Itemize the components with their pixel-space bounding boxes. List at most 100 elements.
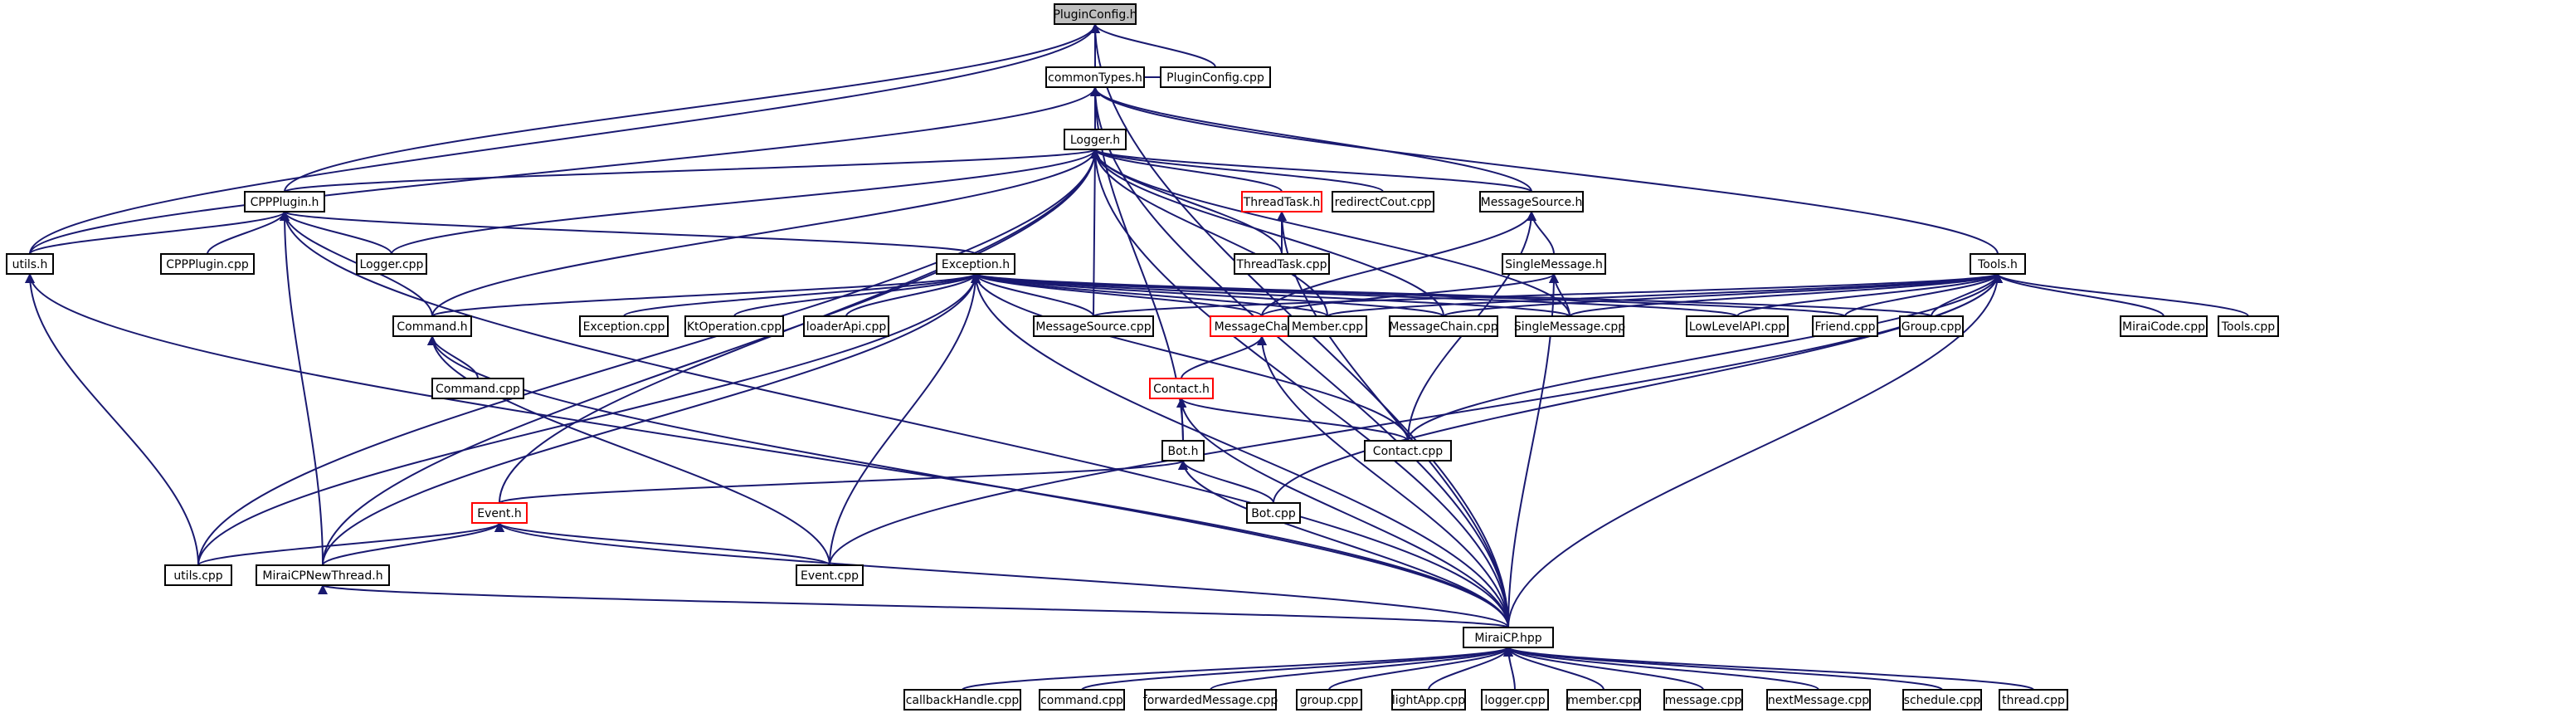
node-label: nextMessage.cpp xyxy=(1768,694,1869,707)
edge-forwardedmessage_cpp-to-miraicp_hpp xyxy=(1210,647,1513,691)
edge-threadtask_h-to-logger_h xyxy=(1090,149,1283,193)
node-singlemessage-cpp[interactable]: SingleMessage.cpp xyxy=(1514,315,1625,337)
node-label: ThreadTask.h xyxy=(1243,196,1321,209)
node-ktoperation-cpp[interactable]: KtOperation.cpp xyxy=(684,315,784,337)
node-box xyxy=(1160,66,1271,88)
node-box xyxy=(471,502,528,524)
node-command-cpp[interactable]: command.cpp xyxy=(1039,689,1125,711)
node-box xyxy=(1686,315,1789,337)
edge-messagechain_cpp-to-exception_h xyxy=(971,273,1444,317)
node-member-cpp[interactable]: Member.cpp xyxy=(1288,315,1367,337)
edge-nextmessage_cpp-to-miraicp_hpp xyxy=(1503,647,1819,691)
edge-messagesource_h-to-commontypes_h xyxy=(1090,86,1532,193)
node-threadtask-h[interactable]: ThreadTask.h xyxy=(1241,191,1322,212)
node-label: command.cpp xyxy=(1040,694,1123,707)
node-label: CPPPlugin.h xyxy=(251,196,319,209)
node-utils-h[interactable]: utils.h xyxy=(6,253,54,275)
node-label: Logger.cpp xyxy=(360,258,424,271)
node-event-h[interactable]: Event.h xyxy=(471,502,528,524)
node-box xyxy=(1391,689,1466,711)
node-logger-cpp-low[interactable]: logger.cpp xyxy=(1481,689,1549,711)
node-event-cpp[interactable]: Event.cpp xyxy=(796,564,864,586)
node-callbackhandle-cpp[interactable]: callbackHandle.cpp xyxy=(903,689,1021,711)
node-logger-cpp[interactable]: Logger.cpp xyxy=(356,253,427,275)
node-friend-cpp[interactable]: Friend.cpp xyxy=(1812,315,1878,337)
edges-layer xyxy=(25,23,2249,691)
node-box xyxy=(903,689,1021,711)
node-contact-h[interactable]: Contact.h xyxy=(1149,378,1214,399)
node-message-cpp[interactable]: message.cpp xyxy=(1663,689,1743,711)
edge-miraicp_hpp-to-exception_h xyxy=(971,273,1509,628)
node-label: group.cpp xyxy=(1300,694,1359,707)
node-label: KtOperation.cpp xyxy=(687,320,782,334)
edge-messagesource_h-to-logger_h xyxy=(1090,149,1532,193)
node-utils-cpp[interactable]: utils.cpp xyxy=(164,564,232,586)
node-label: utils.h xyxy=(12,258,48,271)
node-exception-h[interactable]: Exception.h xyxy=(936,253,1015,275)
node-box xyxy=(2120,315,2208,337)
node-contact-cpp[interactable]: Contact.cpp xyxy=(1364,440,1452,461)
node-thread-cpp[interactable]: thread.cpp xyxy=(1999,689,2068,711)
node-miraicpnewthread-h[interactable]: MiraiCPNewThread.h xyxy=(256,564,390,586)
node-bot-cpp[interactable]: Bot.cpp xyxy=(1246,502,1301,524)
node-tools-cpp[interactable]: Tools.cpp xyxy=(2218,315,2279,337)
node-member-cpp-low[interactable]: member.cpp xyxy=(1566,689,1641,711)
node-schedule-cpp[interactable]: schedule.cpp xyxy=(1902,689,1982,711)
node-box xyxy=(1463,627,1554,648)
node-redirectcout-cpp[interactable]: redirectCout.cpp xyxy=(1332,191,1434,212)
node-label: forwardedMessage.cpp xyxy=(1143,694,1278,707)
node-nextmessage-cpp[interactable]: nextMessage.cpp xyxy=(1766,689,1871,711)
node-bot-h[interactable]: Bot.h xyxy=(1161,440,1205,461)
edge-lowlevelapi_cpp-to-exception_h xyxy=(971,273,1738,317)
node-label: member.cpp xyxy=(1567,694,1640,707)
node-label: logger.cpp xyxy=(1484,694,1545,707)
edge-event_h-to-bot_h xyxy=(499,460,1188,504)
node-label: Friend.cpp xyxy=(1815,320,1876,334)
edge-exception_cpp-to-exception_h xyxy=(623,273,981,317)
node-lowlevelapi-cpp[interactable]: LowLevelAPI.cpp xyxy=(1686,315,1789,337)
node-label: message.cpp xyxy=(1665,694,1742,707)
node-miraicp-hpp[interactable]: MiraiCP.hpp xyxy=(1463,627,1554,648)
node-command-h[interactable]: Command.h xyxy=(392,315,472,337)
node-tools-h[interactable]: Tools.h xyxy=(1970,253,2026,275)
node-box xyxy=(1234,253,1330,275)
node-threadtask-cpp[interactable]: ThreadTask.cpp xyxy=(1234,253,1330,275)
edge-utils_cpp-to-event_h xyxy=(197,522,504,566)
node-messagesource-cpp[interactable]: MessageSource.cpp xyxy=(1033,315,1154,337)
node-singlemessage-h[interactable]: SingleMessage.h xyxy=(1502,253,1606,275)
node-box xyxy=(1481,689,1549,711)
node-cppplugin-cpp[interactable]: CPPPlugin.cpp xyxy=(160,253,255,275)
node-loaderapi-cpp[interactable]: loaderApi.cpp xyxy=(803,315,889,337)
node-group-cpp-cap[interactable]: Group.cpp xyxy=(1899,315,1964,337)
node-messagechain-cpp[interactable]: MessageChain.cpp xyxy=(1389,315,1498,337)
node-cppplugin-h[interactable]: CPPPlugin.h xyxy=(244,191,325,212)
node-box xyxy=(1766,689,1871,711)
edge-exception_h-to-cppplugin_h xyxy=(280,211,976,255)
edge-miraicpnewthread_h-to-exception_h xyxy=(322,273,981,566)
edge-command_cpp_cap-to-command_h xyxy=(427,335,479,379)
node-box xyxy=(1039,689,1125,711)
node-box xyxy=(684,315,784,337)
edge-command_h-to-logger_h xyxy=(431,149,1100,317)
node-group-cpp[interactable]: group.cpp xyxy=(1296,689,1362,711)
edge-schedule_cpp-to-miraicp_hpp xyxy=(1503,647,1943,691)
node-label: Command.cpp xyxy=(436,383,520,396)
node-pluginconfig-h[interactable]: PluginConfig.h xyxy=(1053,3,1137,25)
node-box xyxy=(2218,315,2279,337)
node-messagesource-h[interactable]: MessageSource.h xyxy=(1479,191,1584,212)
node-forwardedmessage-cpp[interactable]: forwardedMessage.cpp xyxy=(1143,689,1278,711)
node-command-cpp-cap[interactable]: Command.cpp xyxy=(431,378,524,399)
node-commontypes-h[interactable]: commonTypes.h xyxy=(1045,66,1145,88)
edge-miraicp_hpp-to-cppplugin_h xyxy=(280,211,1509,628)
node-miraicode-cpp[interactable]: MiraiCode.cpp xyxy=(2120,315,2208,337)
node-pluginconfig-cpp[interactable]: PluginConfig.cpp xyxy=(1160,66,1271,88)
node-box xyxy=(1515,315,1624,337)
node-exception-cpp[interactable]: Exception.cpp xyxy=(579,315,669,337)
node-logger-h[interactable]: Logger.h xyxy=(1064,129,1127,150)
node-box xyxy=(796,564,864,586)
edge-miraicpnewthread_h-to-logger_h xyxy=(322,149,1100,566)
node-lightapp-cpp[interactable]: lightApp.cpp xyxy=(1391,689,1466,711)
node-box xyxy=(1246,502,1301,524)
edge-utils_cpp-to-utils_h xyxy=(25,273,199,566)
node-label: Event.h xyxy=(477,507,521,520)
